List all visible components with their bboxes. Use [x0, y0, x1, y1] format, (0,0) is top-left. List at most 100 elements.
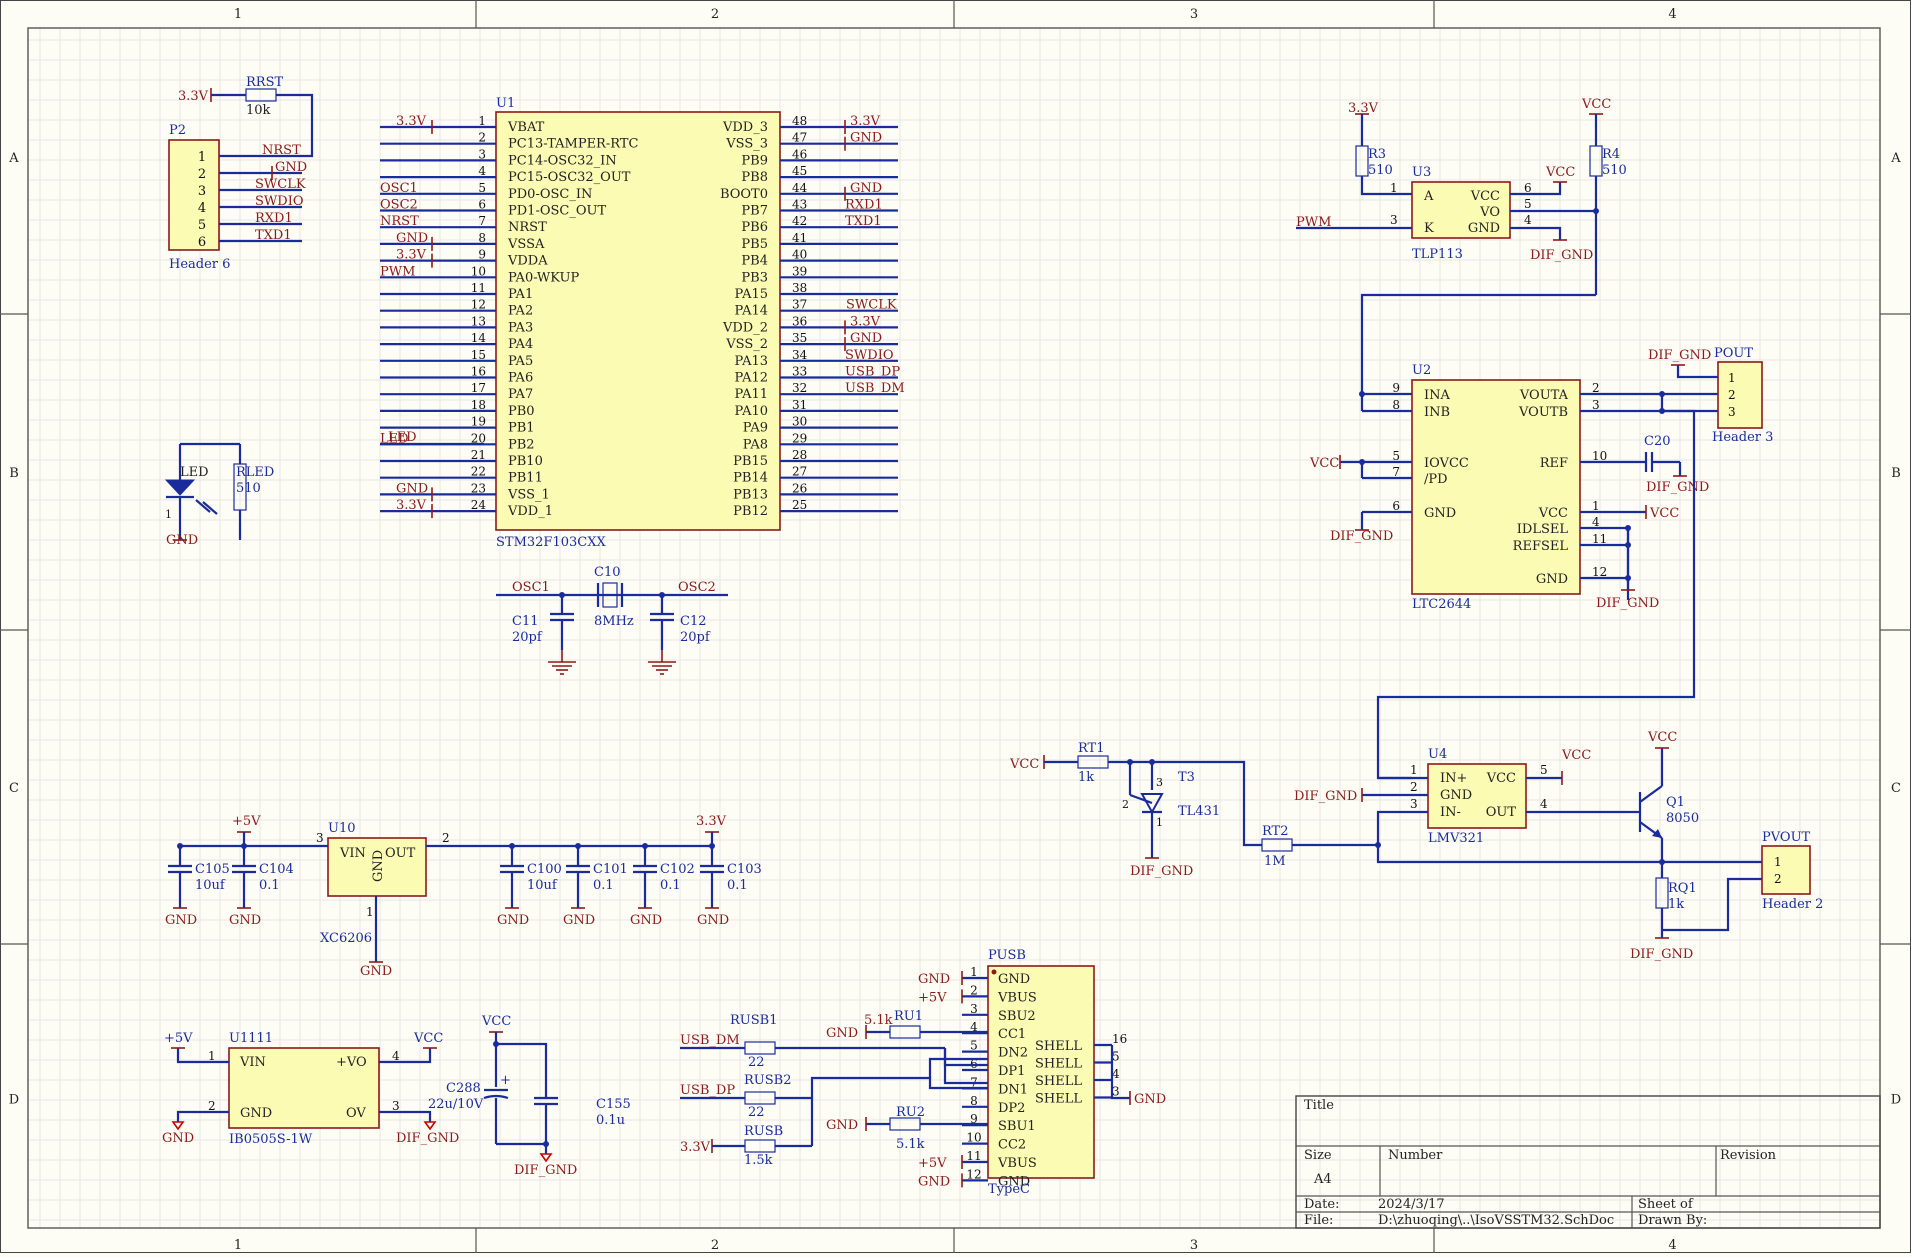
pin-name: PA10: [735, 404, 768, 419]
rq1-ref: RQ1: [1668, 881, 1697, 896]
pin-name: VIN: [339, 846, 366, 861]
pin-number: 31: [792, 398, 807, 412]
pin-name: IOVCC: [1424, 456, 1469, 471]
net-label: GND: [275, 160, 307, 175]
net-label: SWCLK: [846, 298, 897, 313]
pin-name: VSS_3: [725, 137, 768, 152]
resistor-body: [1261, 838, 1293, 852]
pin-name: VOUTA: [1519, 388, 1569, 403]
cap-val: 0.1: [593, 878, 614, 893]
pin-number: 4: [1592, 515, 1600, 529]
revision-label: Revision: [1720, 1148, 1777, 1163]
junction-dot: [1359, 391, 1365, 397]
pin-number: 12: [1592, 565, 1607, 579]
net-5v-label: +5V: [164, 1031, 193, 1046]
pin-name: PB1: [508, 421, 535, 436]
pin-name: PA6: [508, 371, 533, 386]
pin-name: GND: [240, 1106, 272, 1121]
pin-name: PA15: [735, 287, 768, 302]
net-vcc-label: VCC: [1545, 165, 1575, 180]
cap-curved-plate: [483, 1094, 509, 1100]
resistor-body: [889, 1025, 921, 1039]
pin-name: PA3: [508, 320, 533, 335]
pin-number: 47: [792, 131, 807, 145]
pin-name: REFSEL: [1513, 539, 1569, 554]
pin-number: 13: [471, 314, 486, 328]
pin-number: 3: [316, 831, 324, 845]
dif-gnd-label: DIF_GND: [514, 1163, 577, 1178]
pin-number: 16: [471, 365, 486, 379]
dif-gnd-label: DIF_GND: [1330, 529, 1393, 544]
pin-number: 3: [1410, 797, 1418, 811]
c288-val: 22u/10V: [428, 1097, 484, 1112]
cap-ref: C100: [527, 862, 562, 877]
pin-number: 48: [792, 114, 807, 128]
net-label: LED: [380, 431, 409, 446]
wire: [1360, 293, 1596, 394]
pin-number: 40: [792, 248, 807, 262]
pin-number: 20: [471, 431, 486, 445]
cap-val: 10uf: [527, 878, 558, 893]
pin-number: 12: [966, 1167, 981, 1181]
pin-number: 38: [792, 281, 807, 295]
u10-type: XC6206: [320, 931, 372, 946]
pin-number: 1: [366, 905, 374, 919]
pin-name: PB7: [741, 204, 768, 219]
gnd-label: GND: [162, 1131, 194, 1146]
pin-name: SBU1: [998, 1119, 1036, 1134]
pin-number: 1: [478, 114, 486, 128]
pin-name: VSSA: [507, 237, 545, 252]
pin-name: OUT: [1486, 805, 1517, 820]
size-label: Size: [1304, 1148, 1332, 1163]
date-value: 2024/3/17: [1378, 1197, 1445, 1212]
pin-number: 18: [471, 398, 486, 412]
pin-name: PB3: [741, 270, 768, 285]
rusb-ref: RUSB: [744, 1124, 783, 1139]
pin-name: PB15: [733, 454, 768, 469]
net-vcc-label: VCC: [1647, 730, 1677, 745]
pin-number: 19: [471, 415, 486, 429]
u3-ref: U3: [1412, 165, 1431, 180]
title-block-frame: [1295, 1095, 1881, 1229]
pin-number: 4: [970, 1020, 978, 1034]
pin-name: PB2: [508, 437, 535, 452]
wire: [775, 1076, 988, 1100]
pin-name: SHELL: [1035, 1092, 1082, 1107]
net-led-label: LED: [388, 430, 417, 445]
pin-name: PA4: [508, 337, 533, 352]
size-value: A4: [1313, 1172, 1332, 1187]
zone-row-label: C: [9, 781, 19, 796]
pin1-marker: [991, 969, 997, 975]
pin-number: 4: [1112, 1067, 1120, 1081]
pin-name: VBUS: [997, 990, 1037, 1005]
wire: [379, 1048, 432, 1064]
resistor-body: [245, 88, 277, 102]
pin-name: PA9: [743, 421, 768, 436]
pin-number: 11: [471, 281, 486, 295]
net-label: SWCLK: [255, 177, 306, 192]
rrst-val: 10k: [246, 103, 271, 118]
zone-col-label: 1: [234, 7, 242, 22]
pin-number: 15: [471, 348, 486, 362]
pin-name: PA2: [508, 304, 533, 319]
pin-name: DP1: [998, 1064, 1025, 1079]
pin-name: BOOT0: [720, 187, 768, 202]
pin-number: 2: [1410, 780, 1418, 794]
pin-name: PC13-TAMPER-RTC: [508, 137, 638, 152]
pin-number: 12: [471, 298, 486, 312]
pin-name: SHELL: [1035, 1057, 1082, 1072]
dif-gnd-label: DIF_GND: [1596, 596, 1659, 611]
pin-number: 4: [198, 201, 206, 216]
c11-val: 20pf: [512, 630, 543, 645]
pin-name: PA7: [508, 387, 533, 402]
net-vcc-label: VCC: [1649, 506, 1679, 521]
net-label: GND: [396, 231, 428, 246]
net-3v3-label: 3.3V: [1348, 101, 1379, 116]
gnd-label: GND: [826, 1118, 858, 1133]
gnd-arrow-icon: [423, 1121, 437, 1131]
wire: [928, 1057, 988, 1078]
net-label: OSC1: [380, 181, 418, 196]
pin-name: VDD_2: [722, 320, 768, 335]
pin-number: 4: [478, 164, 486, 178]
